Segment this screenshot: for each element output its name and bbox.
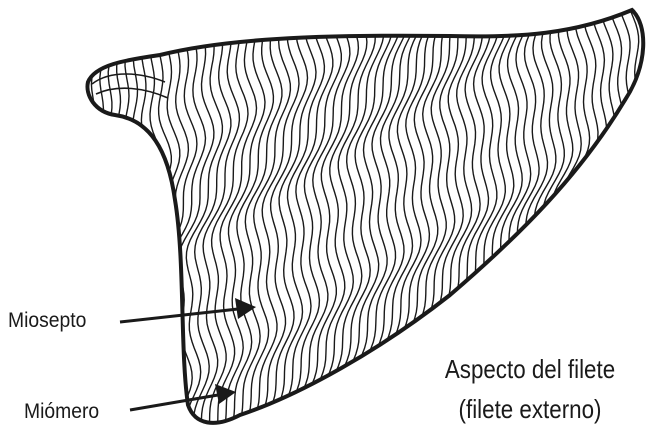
- myomere-stripe: [250, 0, 307, 438]
- miomero-arrow-line: [130, 395, 218, 410]
- myomere-stripe: [367, 0, 426, 438]
- myomere-stripe: [111, 0, 157, 438]
- miosepto-arrow-line: [120, 309, 238, 322]
- myomere-stripe: [226, 0, 273, 438]
- myomere-stripe: [244, 0, 299, 438]
- myomere-stripe: [333, 0, 392, 438]
- miosepto-label: Miosepto: [8, 309, 86, 333]
- miosepto-arrowhead: [235, 298, 256, 319]
- miomero-label: Miómero: [24, 400, 99, 424]
- myomere-stripe: [119, 0, 164, 438]
- figure-title-line1: Aspecto del filete: [431, 352, 629, 386]
- myomere-stripe: [232, 0, 282, 438]
- myomere-stripe: [257, 0, 316, 438]
- fillet-lip-line: [96, 88, 168, 98]
- figure-title-line2: (filete externo): [431, 392, 629, 426]
